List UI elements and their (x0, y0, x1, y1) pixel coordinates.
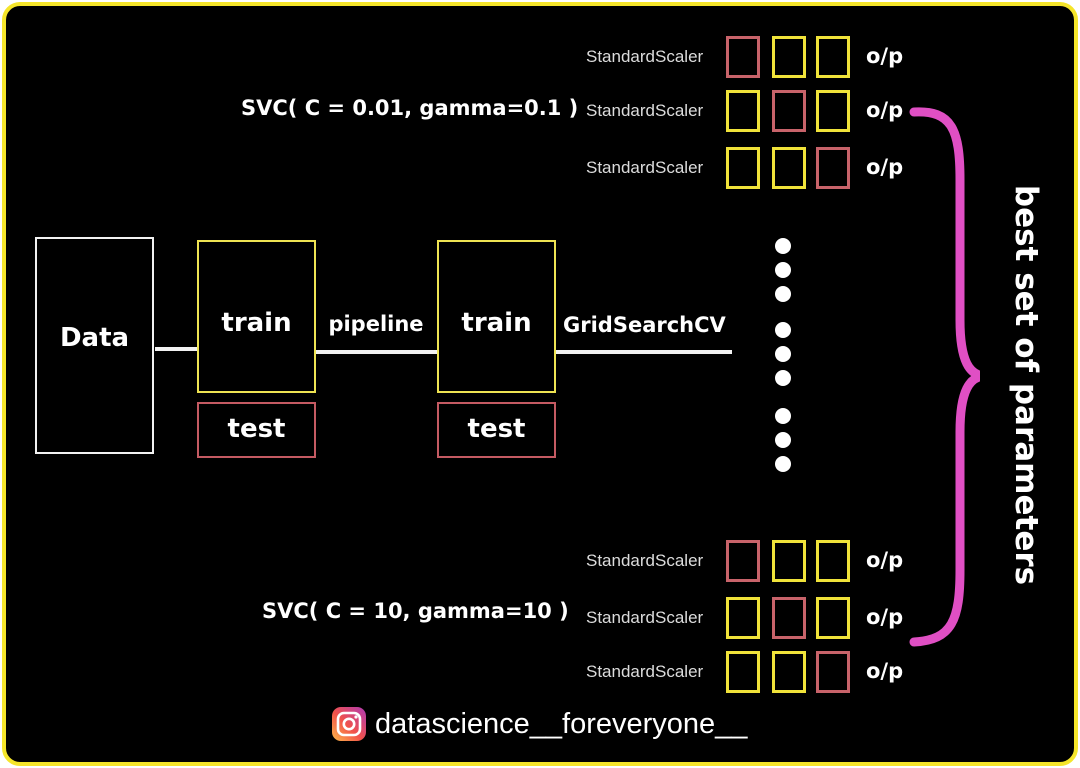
ellipsis-dot (775, 346, 791, 362)
footer-handle: datascience__foreveryone__ (375, 707, 748, 740)
ellipsis-dot (775, 286, 791, 302)
train-node-1 (197, 240, 316, 393)
ellipsis-dot (775, 456, 791, 472)
param-set-1-label: SVC( C = 0.01, gamma=0.1 ) (241, 96, 579, 120)
ellipsis-dot (775, 370, 791, 386)
train-node-2 (437, 240, 556, 393)
train-node-2-label: train (461, 308, 532, 338)
ellipsis-dot (775, 262, 791, 278)
instagram-icon (332, 707, 366, 741)
test-node-2 (437, 402, 556, 458)
test-node-2-label: test (467, 414, 526, 444)
output-label: o/p (866, 155, 904, 179)
standard-scaler-label: StandardScaler (586, 158, 704, 177)
standard-scaler-label: StandardScaler (586, 101, 704, 120)
gridsearch-connector (556, 350, 732, 354)
output-label: o/p (866, 44, 904, 68)
validation-fold-cell (816, 651, 850, 693)
standard-scaler-label: StandardScaler (586, 662, 704, 681)
param-set-2-label: SVC( C = 10, gamma=10 ) (262, 599, 569, 623)
gridsearch-label: GridSearchCV (563, 313, 726, 337)
ellipsis-dot (775, 238, 791, 254)
training-fold-cell (816, 540, 850, 582)
output-label: o/p (866, 659, 904, 683)
pipeline-label: pipeline (328, 312, 424, 336)
connector-data-train (155, 347, 197, 351)
ellipsis-dot (775, 408, 791, 424)
train-node-1-label: train (221, 308, 292, 338)
validation-fold-cell (816, 147, 850, 189)
test-node-1-label: test (227, 414, 286, 444)
training-fold-cell (726, 597, 760, 639)
standard-scaler-label: StandardScaler (586, 551, 704, 570)
training-fold-cell (726, 147, 760, 189)
training-fold-cell (726, 651, 760, 693)
data-node-label: Data (59, 323, 130, 353)
output-label: o/p (866, 605, 904, 629)
data-node (35, 237, 154, 454)
validation-fold-cell (772, 90, 806, 132)
output-label: o/p (866, 548, 904, 572)
standard-scaler-label: StandardScaler (586, 608, 704, 627)
validation-fold-cell (726, 36, 760, 78)
footer: datascience__foreveryone__ (331, 704, 747, 744)
curly-brace (909, 107, 980, 647)
training-fold-cell (816, 36, 850, 78)
training-fold-cell (772, 540, 806, 582)
validation-fold-cell (772, 597, 806, 639)
output-label: o/p (866, 98, 904, 122)
standard-scaler-label: StandardScaler (586, 47, 704, 66)
training-fold-cell (772, 147, 806, 189)
training-fold-cell (816, 90, 850, 132)
training-fold-cell (772, 36, 806, 78)
training-fold-cell (816, 597, 850, 639)
pipeline-connector (316, 350, 437, 354)
training-fold-cell (726, 90, 760, 132)
validation-fold-cell (726, 540, 760, 582)
training-fold-cell (772, 651, 806, 693)
ellipsis-dot (775, 322, 791, 338)
test-node-1 (197, 402, 316, 458)
brace-label: best set of parameters (1008, 184, 1044, 586)
ellipsis-dot (775, 432, 791, 448)
